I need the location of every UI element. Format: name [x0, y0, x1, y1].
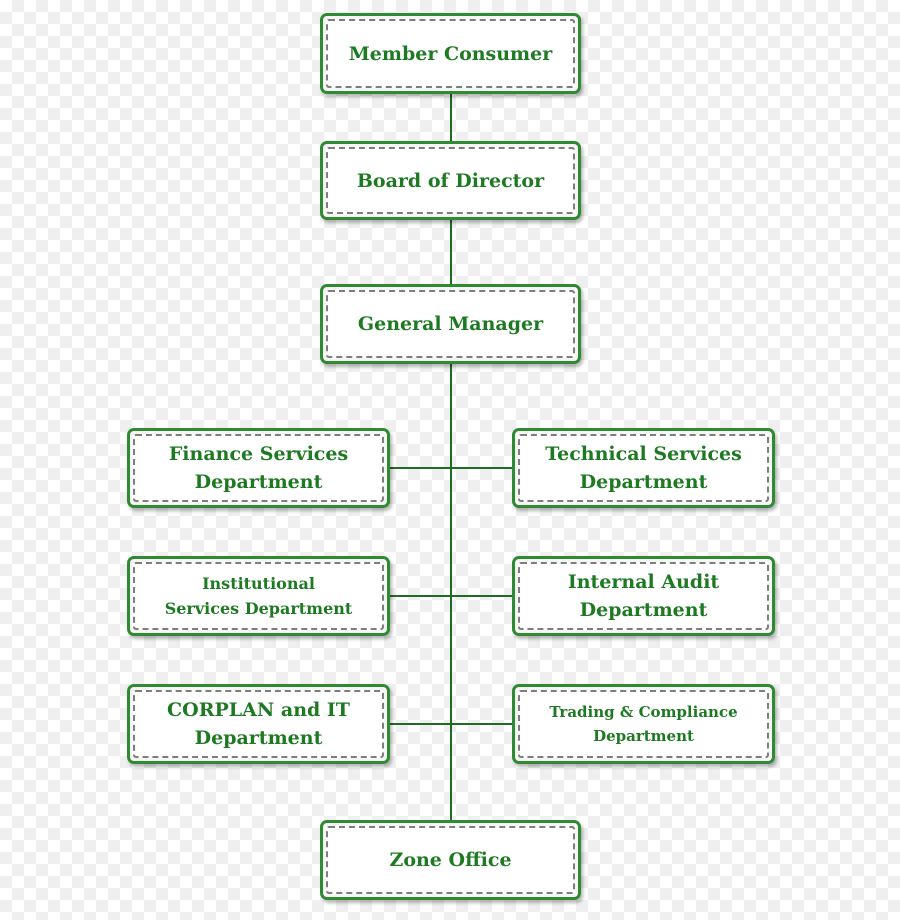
institutional-services-department-box: Institutional Services Department [127, 556, 390, 636]
trading-label-line-2: Department [593, 727, 694, 745]
finance-label-line-2: Department [194, 471, 323, 493]
institutional-services-department-label: Institutional Services Department [133, 562, 384, 630]
zone-office-label: Zone Office [326, 826, 575, 894]
corplan-label-line-1: CORPLAN and IT [167, 699, 350, 721]
member-consumer-box: Member Consumer [320, 13, 581, 94]
member-consumer-label: Member Consumer [326, 19, 575, 88]
technical-services-department-label: Technical Services Department [518, 434, 769, 502]
technical-label-line-2: Department [579, 471, 708, 493]
finance-label-line-1: Finance Services [168, 443, 349, 465]
corplan-and-it-department-label: CORPLAN and IT Department [133, 690, 384, 758]
internal-audit-department-label: Internal Audit Department [518, 562, 769, 630]
technical-services-department-box: Technical Services Department [512, 428, 775, 508]
general-manager-box: General Manager [320, 284, 581, 364]
technical-label-line-1: Technical Services [545, 443, 742, 465]
zone-office-box: Zone Office [320, 820, 581, 900]
institutional-label-line-1: Institutional [202, 574, 315, 593]
finance-services-department-box: Finance Services Department [127, 428, 390, 508]
internal-audit-label-line-2: Department [579, 599, 708, 621]
corplan-and-it-department-box: CORPLAN and IT Department [127, 684, 390, 764]
corplan-label-line-2: Department [194, 727, 323, 749]
trading-and-compliance-department-box: Trading & Compliance Department [512, 684, 775, 764]
institutional-label-line-2: Services Department [164, 599, 353, 618]
trading-label-line-1: Trading & Compliance [549, 703, 738, 721]
trading-and-compliance-department-label: Trading & Compliance Department [518, 690, 769, 758]
board-of-director-box: Board of Director [320, 141, 581, 220]
internal-audit-department-box: Internal Audit Department [512, 556, 775, 636]
board-of-director-label: Board of Director [326, 147, 575, 214]
general-manager-label: General Manager [326, 290, 575, 358]
finance-services-department-label: Finance Services Department [133, 434, 384, 502]
internal-audit-label-line-1: Internal Audit [567, 571, 720, 593]
